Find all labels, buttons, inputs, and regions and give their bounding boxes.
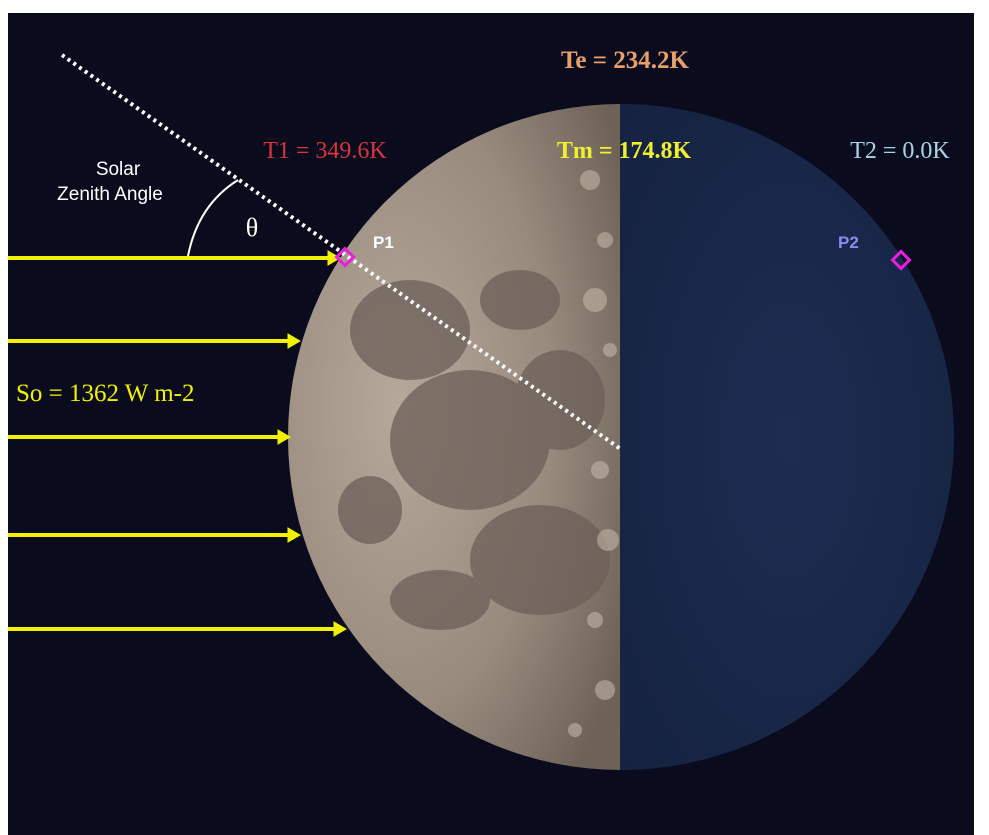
t1-label: T1 = 349.6K [263,138,387,164]
p1-label: P1 [373,233,394,252]
moon [288,104,954,770]
solar-zenith-label-line2: Zenith Angle [57,184,163,205]
p2-marker [890,249,912,271]
p1-marker [334,246,356,268]
p2-label: P2 [838,233,859,252]
arrow-right-icon [8,621,347,637]
arrow-right-icon [8,250,341,266]
solar-flux-label: So = 1362 W m-2 [16,380,194,407]
moon-dark-side [620,104,954,770]
arrow-right-icon [8,527,301,543]
lunar-maria [338,270,610,630]
tm-label: Tm = 174.8K [557,138,692,164]
t2-label: T2 = 0.0K [850,138,950,164]
theta-symbol: θ [246,213,258,242]
terminator-craters [568,170,619,737]
zenith-dotted-line [60,53,624,452]
arrow-right-icon [8,429,291,445]
angle-arc-icon [187,179,239,257]
te-label: Te = 234.2K [561,47,689,74]
arrow-right-icon [8,333,301,349]
sun-rays [8,250,347,637]
solar-zenith-label-line1: Solar [96,159,141,180]
diamond-icon [890,249,912,271]
diamond-icon [334,246,356,268]
